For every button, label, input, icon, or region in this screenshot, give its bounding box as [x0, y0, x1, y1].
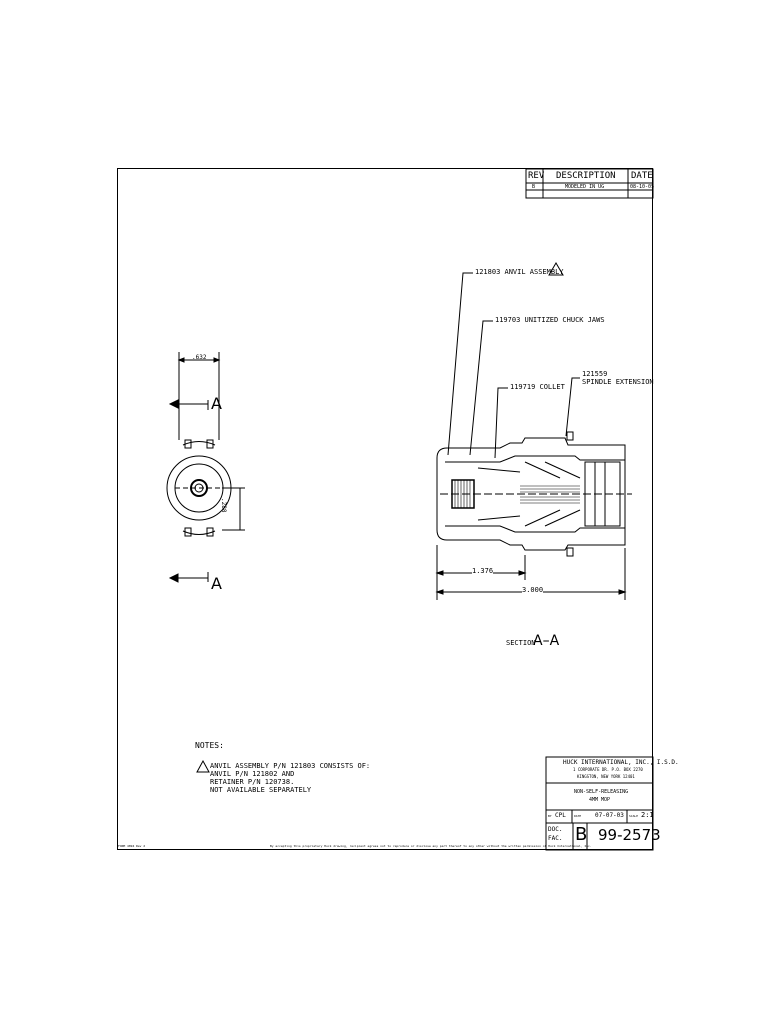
drawing-title-1: NON-SELF-RELEASING: [574, 789, 629, 795]
warning-triangle-icon: [196, 759, 210, 773]
by-label: BY: [548, 814, 552, 818]
company-name: HUCK INTERNATIONAL, INC., I.S.D.: [563, 759, 679, 766]
callout-chuck-jaws: 119703 UNITIZED CHUCK JAWS: [495, 316, 605, 324]
drawing-sheet-border: [117, 168, 653, 850]
description-header: DESCRIPTION: [556, 171, 616, 181]
by-value: CPL: [555, 812, 566, 819]
dim-short-label: 1.376: [472, 567, 494, 575]
dim-height-label: .288: [220, 498, 227, 513]
company-address-1: 1 CORPORATE DR. P.O. BOX 2270: [573, 767, 643, 772]
drawing-size: B: [575, 824, 588, 845]
rev-header: REV: [528, 171, 545, 181]
callout-spindle-part: 121559: [582, 370, 608, 378]
section-label-bottom: A: [211, 574, 222, 593]
end-view: [166, 352, 245, 583]
date-value: 07-07-03: [595, 812, 624, 819]
notes-line: NOT AVAILABLE SEPARATELY: [210, 786, 312, 794]
section-title-prefix: SECTION: [506, 639, 536, 647]
drawing-title-2: 4MM MOP: [589, 797, 611, 803]
callout-spindle-name: SPINDLE EXTENSION: [582, 378, 654, 386]
company-address-2: KINGSTON, NEW YORK 12401: [577, 774, 635, 779]
doc-label: DOC.: [548, 826, 563, 833]
notes-heading: NOTES:: [195, 741, 224, 750]
notes-line: RETAINER P/N 120738.: [210, 778, 295, 786]
date-label: DATE: [574, 814, 582, 818]
notes-line: ANVIL ASSEMBLY P/N 121803 CONSISTS OF:: [210, 762, 371, 770]
drawing-number: 99-2573: [598, 826, 661, 844]
dim-width-label: .632: [192, 354, 207, 361]
scale-value: 2:1: [641, 811, 654, 819]
form-number: FORM 4894 Rev 2: [118, 844, 146, 848]
section-title-letters: A–A: [533, 633, 560, 649]
proprietary-notice: By accepting this proprietary Huck drawi…: [270, 844, 592, 848]
section-view: [435, 272, 632, 600]
scale-label: SCALE: [629, 814, 639, 818]
warning-triangle-icon: [548, 262, 564, 276]
description-value: MODELED IN UG: [565, 184, 605, 190]
notes-line: ANVIL P/N 121802 AND: [210, 770, 295, 778]
rev-value: B: [532, 184, 536, 190]
callout-collet: 119719 COLLET: [510, 383, 565, 391]
revision-block: [525, 168, 654, 199]
title-block-frame: [545, 756, 654, 851]
section-label-top: A: [211, 394, 222, 413]
date-header: DATE: [631, 171, 653, 181]
callout-anvil-assembly: 121803 ANVIL ASSEMBLY: [475, 268, 564, 276]
fac-label: FAC.: [548, 835, 563, 842]
dim-overall-label: 3.000: [522, 586, 544, 594]
date-value: 08-10-05: [630, 184, 655, 190]
